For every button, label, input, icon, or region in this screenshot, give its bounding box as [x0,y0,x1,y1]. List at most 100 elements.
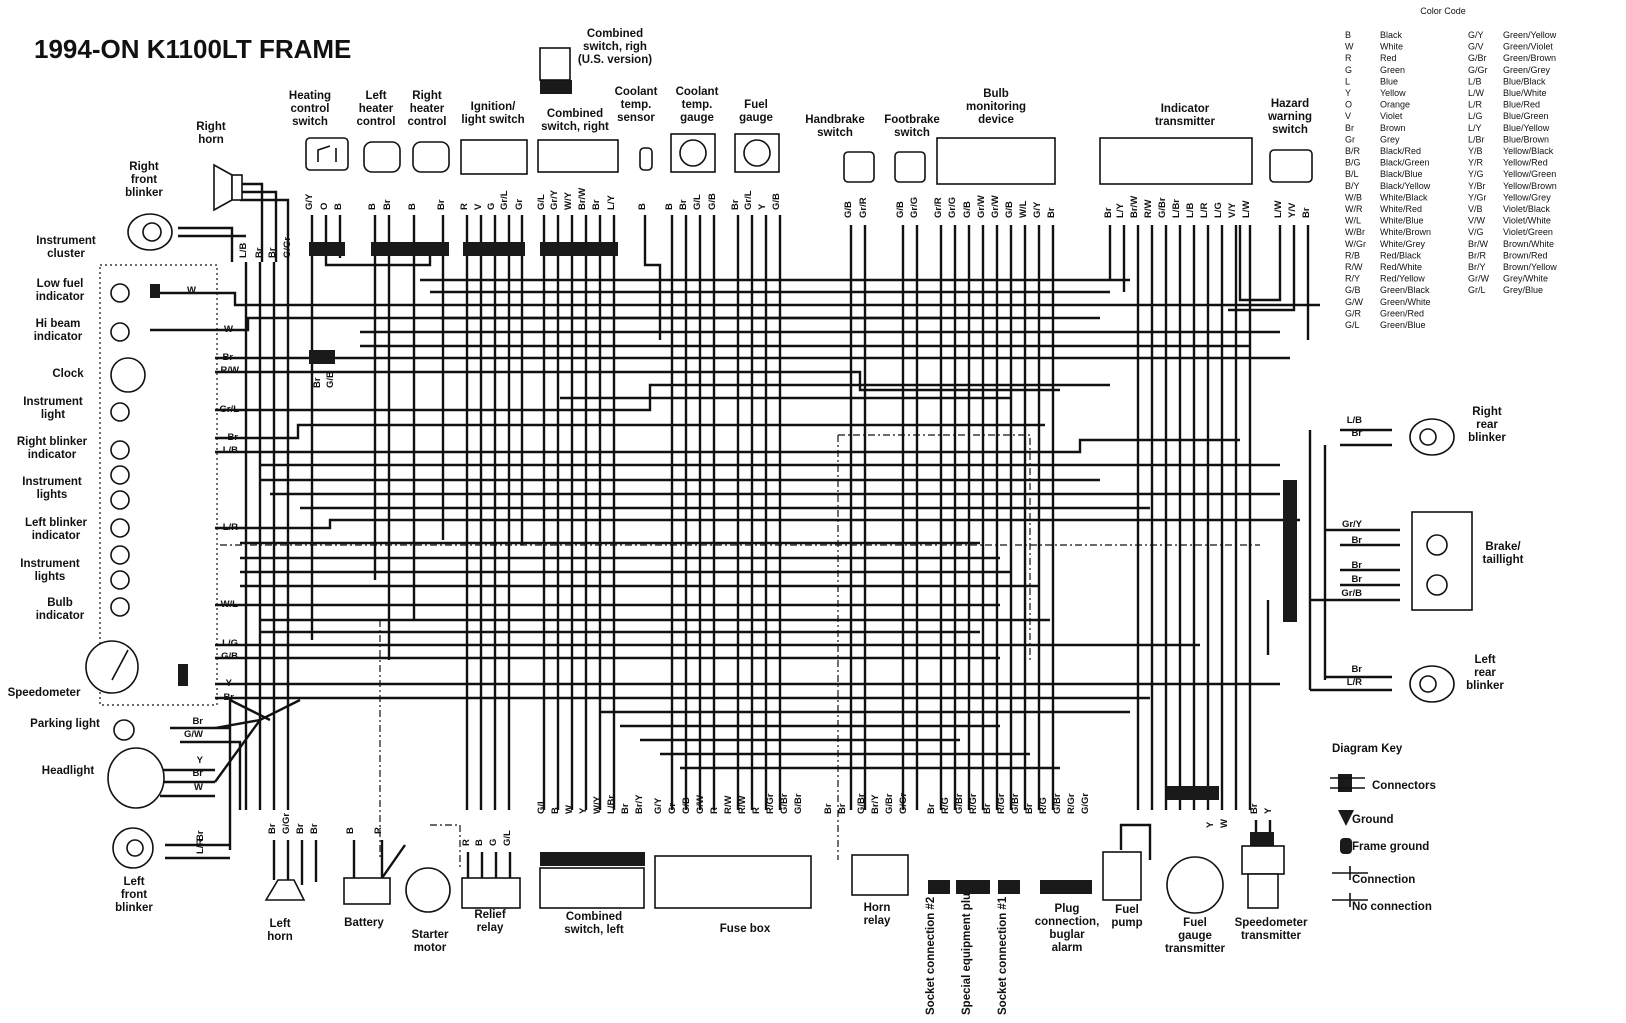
color-code-abbr: Gr/L [1468,285,1486,295]
wire-label: G [486,203,497,210]
wire-label: G/W [184,729,203,740]
wire-label: Gr/R [858,197,869,218]
combined-switch-right-us-label: Combined [587,28,643,40]
color-code-name: White/Brown [1380,227,1431,237]
plug-connection-alarm-label: connection, [1035,916,1100,928]
fuel-pump-label: Fuel [1115,904,1139,916]
color-code-abbr: O [1345,100,1352,110]
key-ground: Ground [1352,814,1394,826]
color-code-abbr: W/Gr [1345,239,1366,249]
color-code-name: Red/White [1380,262,1422,272]
fuse-box-label: Fuse box [720,923,771,935]
combined-switch-right-label: Combined [547,108,603,120]
wire-label: R/G [1038,797,1049,814]
ignition-light-switch-label: Ignition/ [471,101,517,113]
wire-label: V [473,203,484,210]
bulb-indicator-label: Bulb [47,597,73,609]
wire-label: Br [1103,207,1114,218]
color-code-abbr: R/Y [1345,274,1360,284]
brake-taillight-label: Brake/ [1485,541,1521,553]
color-code-name: Red/Yellow [1380,274,1425,284]
wire-label: L/Br [1171,199,1182,218]
wiring-harness [150,182,1400,885]
wire-label: G/B [221,651,238,662]
color-code-name: Green/Yellow [1503,30,1557,40]
wire-label: R/W [221,365,240,376]
wire-label: W [564,805,575,814]
wire-label: B [474,839,485,846]
color-code-abbr: Gr [1345,134,1355,144]
coolant-temp-gauge-label: Coolant [676,86,719,98]
key-connectors: Connectors [1372,780,1436,792]
color-code-abbr: R [1345,53,1352,63]
wire-label: R/Gr [968,793,979,814]
color-code-abbr: B [1345,30,1351,40]
left-rear-blinker-label: Left [1474,654,1495,666]
left-horn-label: Left [269,918,290,930]
wire-label: L/Y [1115,203,1126,218]
right-heater-control-label: control [408,116,447,128]
color-code-abbr: Y/R [1468,158,1484,168]
wire-label: Br [192,716,203,727]
color-code-abbr: R/B [1345,250,1360,260]
hi-beam-indicator-label: Hi beam [36,318,81,330]
color-code-abbr: G/B [1345,285,1361,295]
color-code-abbr: V/G [1468,227,1484,237]
instrument-cluster-outline [99,264,218,706]
wire-label: Br [926,803,937,814]
color-code-name: Violet/Black [1503,204,1550,214]
wire-label: R [459,203,470,210]
color-code-name: Green/Brown [1503,53,1556,63]
combined-switch-right-us-label: switch, righ [583,41,647,53]
key-frame-ground: Frame ground [1352,841,1429,853]
color-code-abbr: L/G [1468,111,1483,121]
color-code-name: Blue/White [1503,88,1547,98]
color-code-name: Green/White [1380,297,1431,307]
color-code-abbr: Y/G [1468,169,1484,179]
wire-label: G/B [707,193,718,210]
wire-label: Br [436,199,447,210]
color-code-name: Black/Yellow [1380,181,1431,191]
wire-label: B [550,807,561,814]
bottom-component-labels: LefthornBatteryStartermotorReliefrelayCo… [267,902,1308,955]
wire-label: Gr/G [947,197,958,218]
left-heater-control-label: Left [365,90,386,102]
left-blinker-indicator-label: indicator [32,530,81,542]
plug-connection-alarm-label: buglar [1049,929,1085,941]
wire-label: R [709,807,720,814]
coolant-temp-sensor-label: Coolant [615,86,658,98]
wire-label: W [194,782,203,793]
wire-label: Br [382,199,393,210]
wire-label: Br [267,823,278,834]
color-code-abbr: G/L [1345,320,1360,330]
wire-label: Gr/Y [549,189,560,210]
color-code-name: Yellow/Brown [1503,181,1557,191]
fuel-gauge-transmitter-label: transmitter [1165,943,1226,955]
right-rear-blinker-label: rear [1476,419,1498,431]
wire-label: O [319,203,330,210]
wire-label: W [1219,819,1230,828]
low-fuel-indicator-label: indicator [36,291,85,303]
combined-switch-left-label: switch, left [564,924,624,936]
dash-route-3 [838,434,1031,660]
hazard-warning-switch-label: warning [1267,111,1312,123]
wire-label: Y [197,755,204,766]
color-code-abbr: B/G [1345,158,1361,168]
wire-label: Y/V [1287,202,1298,218]
wire-label: L/Y [606,195,617,210]
left-heater-control-label: heater [359,103,394,115]
left-front-blinker-label: front [121,889,147,901]
wire-label: Gr/R [933,197,944,218]
wire-label: Br [1046,207,1057,218]
color-code-abbr: W/B [1345,192,1362,202]
instrument-lights-2-label: lights [35,571,66,583]
color-code-abbr: L [1345,76,1350,86]
wire-label: G/Y [653,797,664,814]
wire-label: Br [730,199,741,210]
color-code-abbr: G/R [1345,308,1362,318]
instrument-light-label: Instrument [23,396,83,408]
wire-label: R [751,807,762,814]
wire-label: G/Br [1157,197,1168,218]
color-code-abbr: Br/W [1468,239,1489,249]
